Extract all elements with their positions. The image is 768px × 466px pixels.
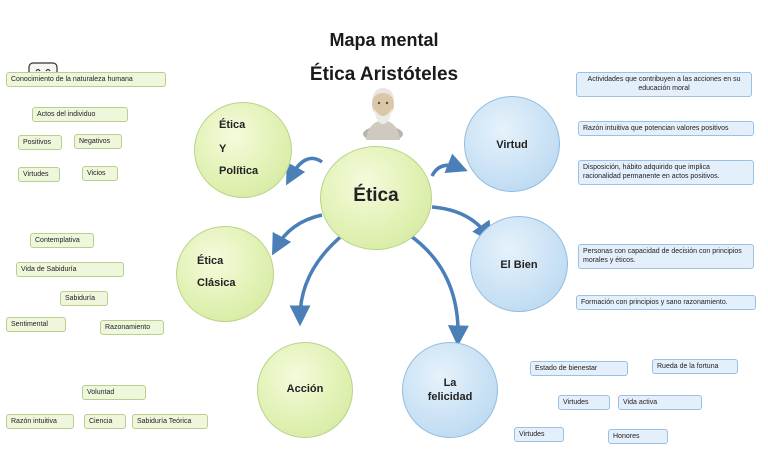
aristotle-bust-image [363, 88, 403, 140]
box-actos: Actos del individuo [32, 107, 128, 123]
felicidad-line2: felicidad [427, 391, 473, 403]
box-vida-activa: Vida activa [618, 395, 702, 411]
box-vicios: Vicios [82, 166, 118, 182]
box-voluntad: Voluntad [82, 385, 146, 401]
box-positivos: Positivos [18, 135, 62, 151]
box-formacion: Formación con principios y sano razonami… [576, 295, 756, 311]
page-subtitle: Ética Aristóteles [309, 64, 459, 85]
arrow-to-el-bien [431, 205, 493, 243]
box-conocimiento: Conocimiento de la naturaleza humana [6, 72, 166, 88]
box-razon-intuitiva-right: Razón intuitiva que potencian valores po… [578, 121, 754, 137]
box-rueda-fortuna: Rueda de la fortuna [652, 359, 738, 375]
box-honores: Honores [608, 429, 668, 445]
arrow-to-accion [289, 232, 346, 327]
etica-politica-line1: Ética [219, 119, 246, 131]
arrow-to-etica-clasica [272, 213, 323, 256]
virtud-label: Virtud [496, 139, 528, 151]
box-ciencia: Ciencia [84, 414, 126, 430]
box-disposicion: Disposición, hábito adquirido que implic… [578, 160, 754, 185]
box-razonamiento: Razonamiento [100, 320, 164, 336]
box-actividades: Actividades que contribuyen a las accion… [576, 72, 752, 97]
box-vida-sabiduria: Vida de Sabiduría [16, 262, 124, 278]
etica-politica-line2: Y [219, 143, 227, 155]
el-bien-label: El Bien [500, 259, 538, 271]
box-estado-bienestar: Estado de bienestar [530, 361, 628, 377]
box-virtudes-2: Virtudes [514, 427, 564, 443]
node-etica-clasica: Ética Clásica [176, 226, 274, 322]
etica-clasica-line1: Ética [197, 255, 224, 267]
page-title: Mapa mental [329, 30, 439, 50]
box-virtudes: Virtudes [18, 167, 60, 183]
box-personas: Personas con capacidad de decisión con p… [578, 244, 754, 269]
box-negativos: Negativos [74, 134, 122, 150]
etica-politica-line3: Política [219, 165, 259, 177]
accion-label: Acción [286, 383, 324, 395]
node-felicidad: La felicidad [402, 342, 498, 438]
arrow-to-virtud [430, 153, 468, 177]
node-el-bien: El Bien [470, 216, 568, 312]
box-virtudes-1: Virtudes [558, 395, 610, 411]
felicidad-line1: La [443, 377, 457, 389]
box-sabiduria: Sabiduría [60, 291, 108, 307]
node-etica-politica: Ética Y Política [194, 102, 292, 198]
node-accion: Acción [257, 342, 353, 438]
node-virtud: Virtud [464, 96, 560, 192]
arrow-to-felicidad [407, 232, 469, 347]
center-label: Ética [353, 185, 399, 206]
box-sabiduria-teorica: Sabiduría Teórica [132, 414, 208, 430]
box-contemplativa: Contemplativa [30, 233, 94, 249]
box-sentimental: Sentimental [6, 317, 66, 333]
etica-clasica-line2: Clásica [197, 277, 236, 289]
center-node: Ética [320, 146, 432, 250]
arrow-to-etica-politica [286, 156, 324, 186]
box-razon-intuitiva: Razón intuitiva [6, 414, 74, 430]
